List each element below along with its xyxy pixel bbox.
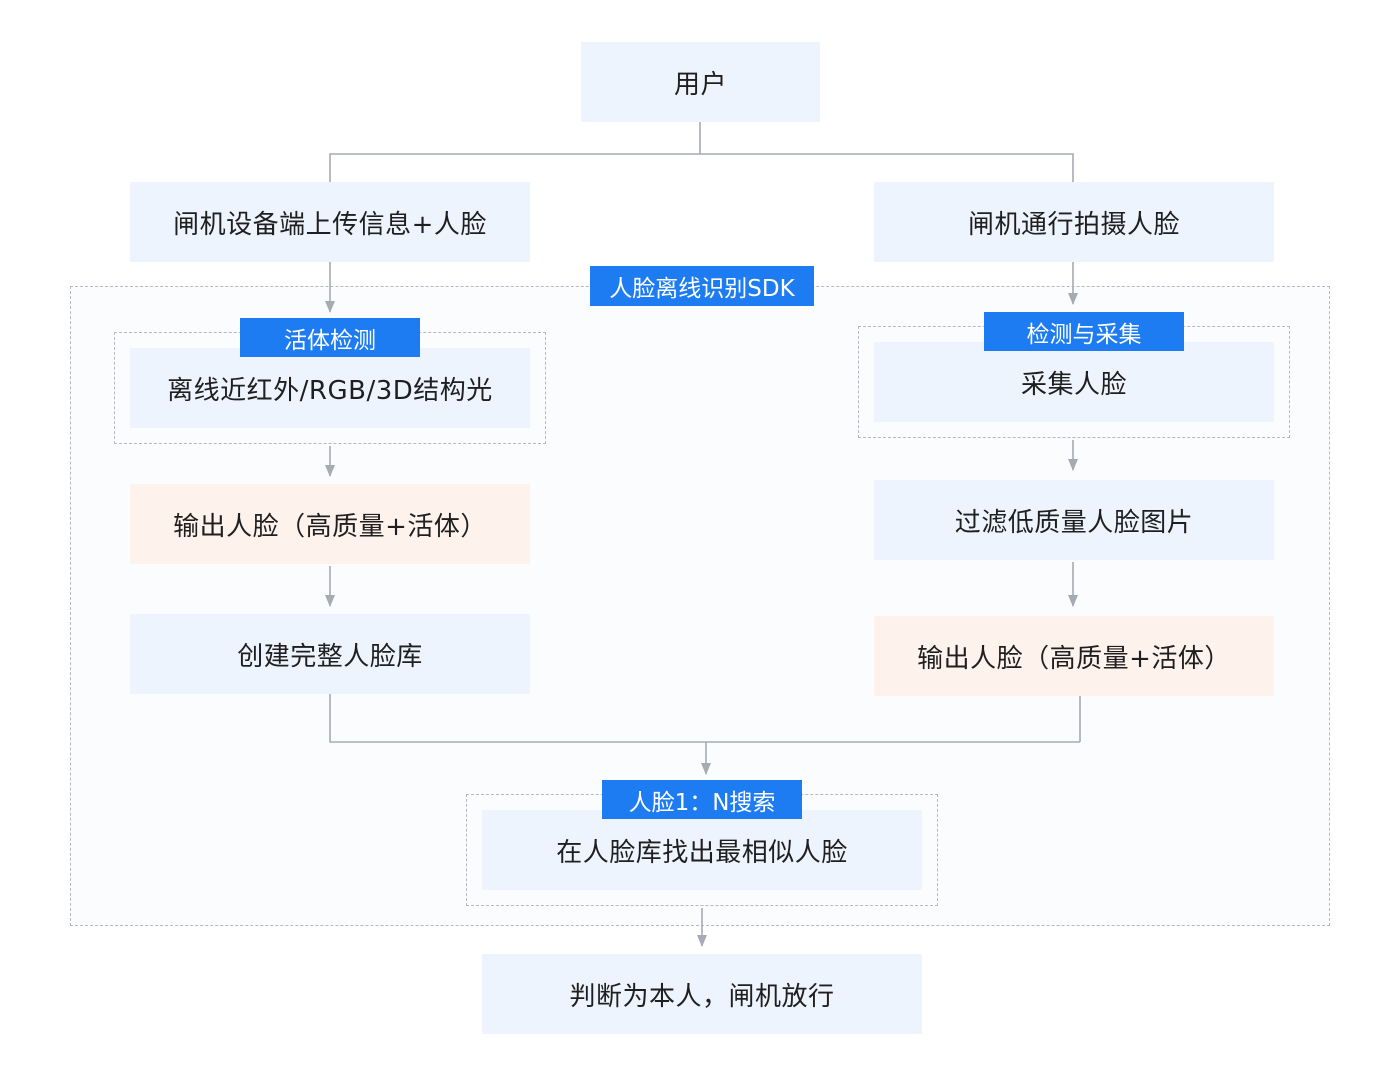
node-upload: 闸机设备端上传信息+人脸 — [130, 182, 530, 262]
sdk-label: 人脸离线识别SDK — [590, 266, 814, 306]
node-collect-face: 采集人脸 — [874, 342, 1274, 422]
node-build-face-db: 创建完整人脸库 — [130, 614, 530, 694]
connector-user-split — [329, 122, 701, 182]
node-liveness-method: 离线近红外/RGB/3D结构光 — [130, 348, 530, 428]
node-user: 用户 — [581, 42, 820, 122]
connector-user-right — [700, 153, 1074, 182]
search-tag: 人脸1：N搜索 — [602, 780, 802, 819]
connector-merge-left — [329, 694, 1080, 743]
detect-tag: 检测与采集 — [984, 312, 1184, 351]
node-capture: 闸机通行拍摄人脸 — [874, 182, 1274, 262]
node-find-similar: 在人脸库找出最相似人脸 — [482, 810, 922, 890]
liveness-tag: 活体检测 — [240, 318, 420, 357]
node-left-output: 输出人脸（高质量+活体） — [130, 484, 530, 564]
node-right-output: 输出人脸（高质量+活体） — [874, 616, 1274, 696]
node-result: 判断为本人，闸机放行 — [482, 954, 922, 1034]
node-filter: 过滤低质量人脸图片 — [874, 480, 1274, 560]
